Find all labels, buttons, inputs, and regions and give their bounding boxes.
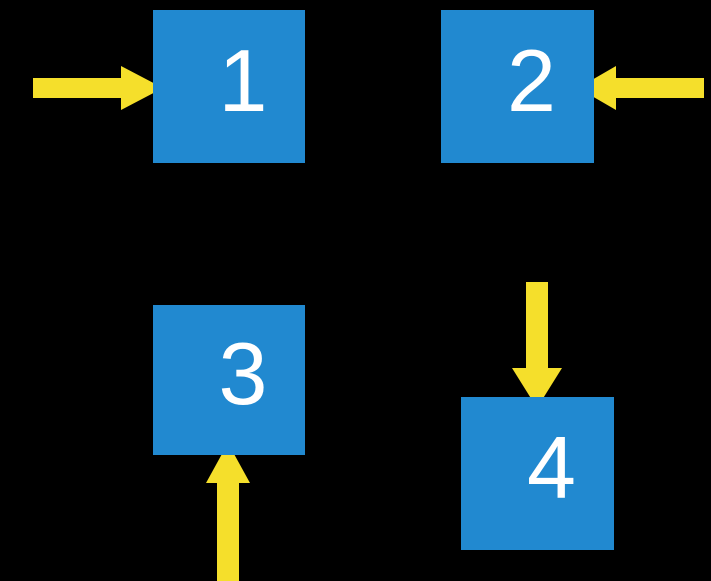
box-3[interactable]: 3 [153,305,305,455]
box-4[interactable]: 4 [461,397,614,550]
box-2-label: 2 [507,30,556,130]
box-3-label: 3 [218,324,268,423]
box-2[interactable]: 2 [441,10,594,163]
arrow-up-icon [206,443,250,581]
box-4-label: 4 [527,417,576,517]
box-1-label: 1 [218,30,268,130]
box-1[interactable]: 1 [153,10,305,163]
arrow-left-icon [578,66,704,110]
arrow-right-icon [33,66,163,110]
arrow-down-icon [512,282,562,408]
